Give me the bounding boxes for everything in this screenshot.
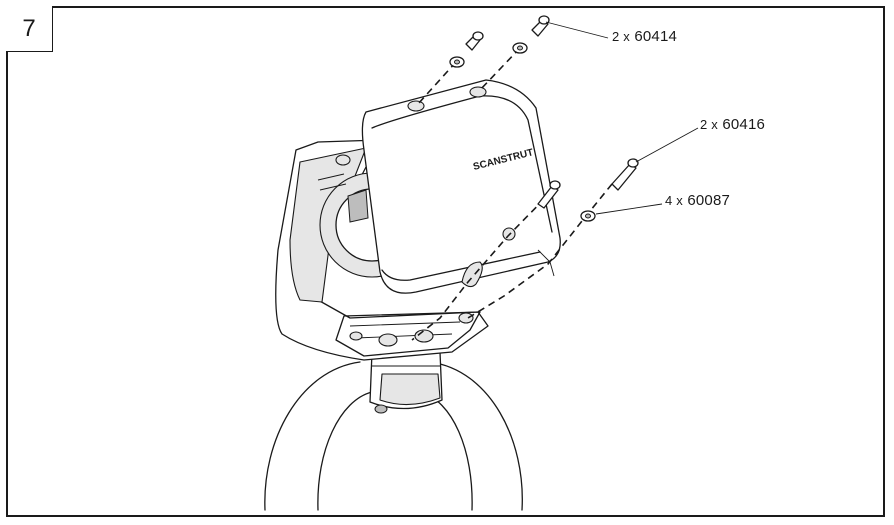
step-number-label: 7 [22, 14, 36, 42]
assembly-guide-lines [411, 47, 613, 341]
cover-lid: SCANSTRUT [361, 79, 561, 294]
callout-60087: 4 x 60087 [665, 192, 730, 209]
callout-qty: 2 x [612, 29, 630, 44]
part-number: 60414 [634, 28, 678, 45]
washer-60087-c [580, 210, 596, 222]
screw-60416-b [537, 180, 561, 209]
part-number: 60416 [722, 116, 766, 133]
callout-60416: 2 x 60416 [700, 116, 765, 133]
screw-60416-a [611, 158, 639, 191]
washer-60087-b [512, 42, 528, 54]
callout-qty: 4 x [665, 193, 683, 208]
callout-60414: 2 x 60414 [612, 28, 677, 45]
screw-60414-right [531, 15, 550, 37]
callout-qty: 2 x [700, 117, 718, 132]
part-number: 60087 [687, 192, 731, 209]
washer-60087-a [449, 56, 465, 68]
mount-collar [369, 351, 443, 414]
screw-60414-left [465, 31, 484, 51]
callout-leaders [545, 21, 699, 215]
step-number: 7 [6, 6, 53, 52]
